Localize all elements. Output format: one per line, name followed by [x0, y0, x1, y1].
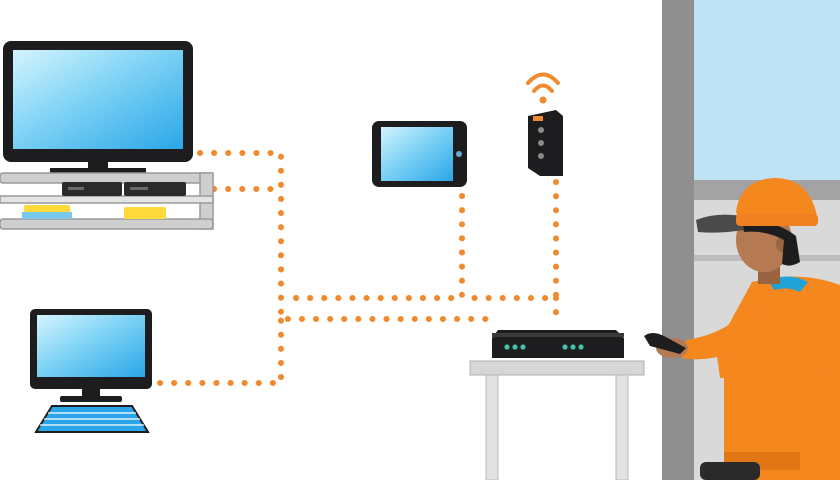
router: [492, 330, 624, 358]
side-table: [469, 360, 645, 480]
connection-links: [157, 150, 559, 386]
link-tv: [197, 150, 493, 322]
router-icon: [492, 330, 624, 358]
monitor-icon: [30, 309, 152, 402]
tv: [3, 41, 193, 174]
wifi-extender: [526, 72, 563, 176]
media-shelf: [0, 172, 214, 230]
tablet: [372, 121, 467, 187]
technician: [644, 178, 840, 480]
link-desktop: [157, 316, 284, 386]
link-wifi: [459, 179, 559, 301]
set-top-box-icon: [62, 182, 186, 196]
keyboard-icon: [34, 405, 150, 433]
desktop: [30, 309, 152, 433]
wifi-icon: [526, 72, 560, 104]
technician-icon: [644, 178, 840, 480]
link-tablet: [287, 193, 465, 301]
game-case-icon: [22, 205, 166, 219]
